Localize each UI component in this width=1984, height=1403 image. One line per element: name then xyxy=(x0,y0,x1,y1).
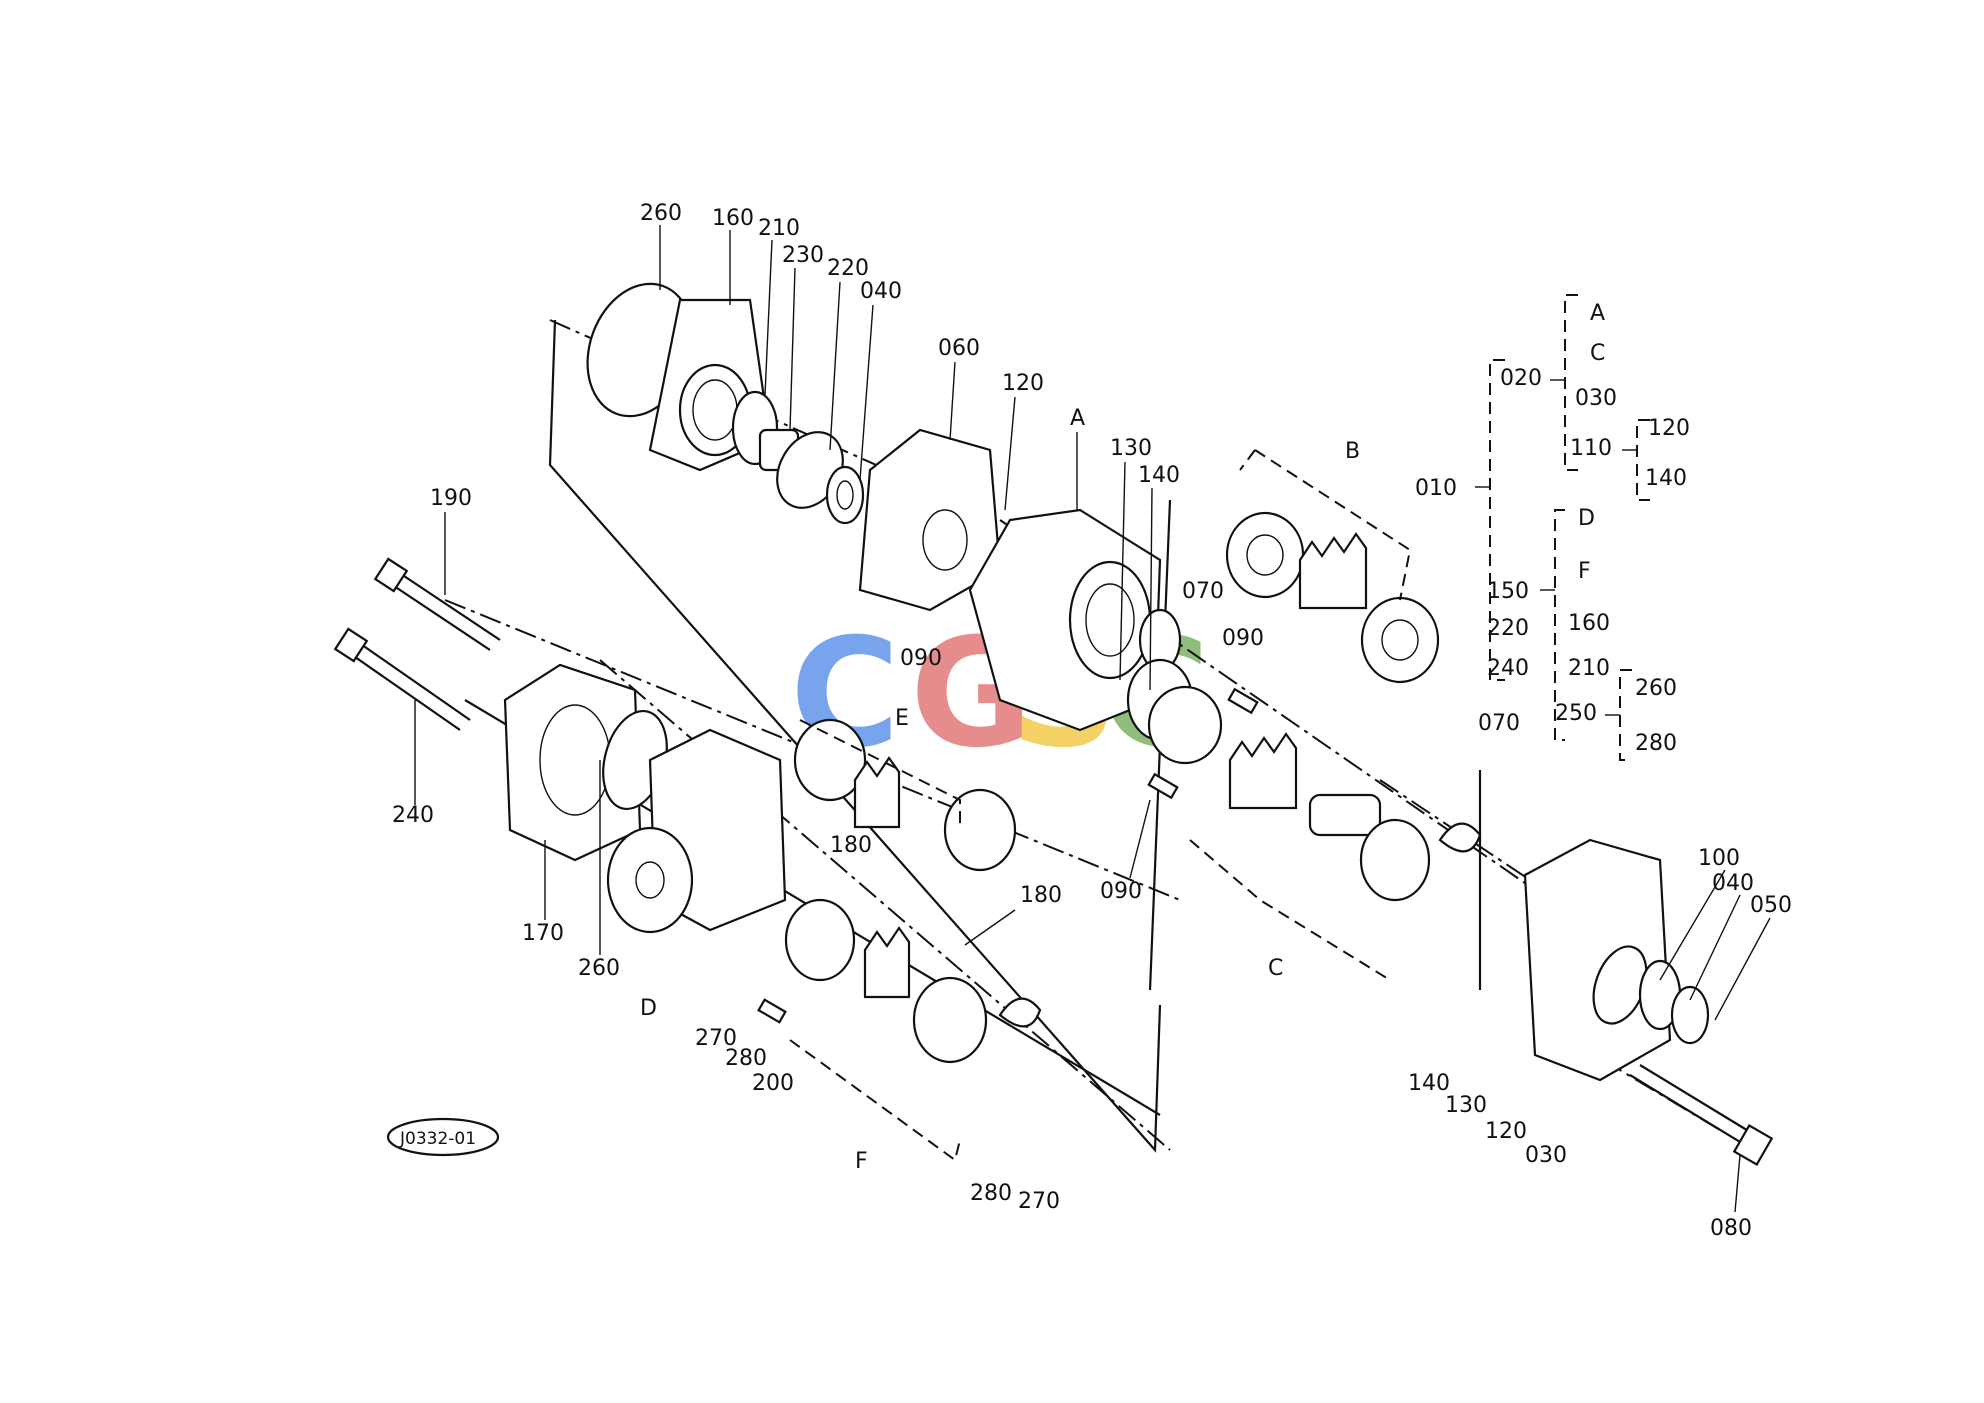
callout-060: 060 xyxy=(938,336,980,361)
tree-260: 260 xyxy=(1635,676,1677,701)
gear-set-b xyxy=(1225,449,1440,684)
tree-f: F xyxy=(1578,559,1591,584)
tree-120: 120 xyxy=(1648,416,1690,441)
tree-d: D xyxy=(1578,506,1595,531)
callout-e: E xyxy=(895,706,909,731)
drawing-code-badge: J0332-01 xyxy=(386,1117,500,1157)
callout-240: 240 xyxy=(392,803,434,828)
callout-160-top: 160 xyxy=(712,206,754,231)
leader-lines xyxy=(414,225,1771,1213)
callout-b: B xyxy=(1345,439,1360,464)
callout-260-bottom: 260 xyxy=(578,956,620,981)
tree-150: 150 xyxy=(1487,579,1529,604)
callout-180-b: 180 xyxy=(1020,883,1062,908)
callout-a: A xyxy=(1070,406,1085,431)
callout-270-b: 270 xyxy=(1018,1189,1060,1214)
callout-090-mid: 090 xyxy=(900,646,942,671)
callout-210-top: 210 xyxy=(758,216,800,241)
tree-160: 160 xyxy=(1568,611,1610,636)
callout-280-b: 280 xyxy=(970,1181,1012,1206)
callout-270-a: 270 xyxy=(695,1026,737,1051)
callout-labels: 260 160 210 230 220 040 060 120 A 130 14… xyxy=(392,201,1792,1241)
callout-230-top: 230 xyxy=(782,243,824,268)
callout-180-a: 180 xyxy=(830,833,872,858)
callout-140-bottom: 140 xyxy=(1408,1071,1450,1096)
tree-a: A xyxy=(1590,301,1605,326)
callout-070-right: 070 xyxy=(1478,711,1520,736)
assembly-tree: 010 020 A C 030 110 120 140 150 220 240 … xyxy=(1415,294,1690,761)
callout-050: 050 xyxy=(1750,893,1792,918)
drawing-code: J0332-01 xyxy=(399,1129,476,1149)
callout-080: 080 xyxy=(1710,1216,1752,1241)
top-front-cover-group xyxy=(586,282,865,525)
callout-120-bottom: 120 xyxy=(1485,1119,1527,1144)
tree-110: 110 xyxy=(1570,436,1612,461)
center-housing-group xyxy=(858,428,1182,732)
tree-030: 030 xyxy=(1575,386,1617,411)
tree-020: 020 xyxy=(1500,366,1542,391)
callout-220-top: 220 xyxy=(827,256,869,281)
tree-c: C xyxy=(1590,341,1605,366)
tree-140: 140 xyxy=(1645,466,1687,491)
callout-f: F xyxy=(855,1149,868,1174)
callout-130-top: 130 xyxy=(1110,436,1152,461)
callout-040-top: 040 xyxy=(860,279,902,304)
tree-240: 240 xyxy=(1487,656,1529,681)
callout-090-right: 090 xyxy=(1222,626,1264,651)
callout-190: 190 xyxy=(430,486,472,511)
callout-170: 170 xyxy=(522,921,564,946)
callout-200: 200 xyxy=(752,1071,794,1096)
left-pump-group xyxy=(333,557,1042,1162)
center-gear-group xyxy=(1126,658,1482,981)
callout-090-low: 090 xyxy=(1100,879,1142,904)
callout-260-top: 260 xyxy=(640,201,682,226)
callout-120-top: 120 xyxy=(1002,371,1044,396)
callout-130-bottom: 130 xyxy=(1445,1093,1487,1118)
callout-280-a: 280 xyxy=(725,1046,767,1071)
callout-100: 100 xyxy=(1698,846,1740,871)
callout-040-right: 040 xyxy=(1712,871,1754,896)
tree-210: 210 xyxy=(1568,656,1610,681)
tree-280: 280 xyxy=(1635,731,1677,756)
tree-250: 250 xyxy=(1555,701,1597,726)
right-rear-cover-group xyxy=(1523,838,1774,1166)
tree-010: 010 xyxy=(1415,476,1457,501)
tree-220: 220 xyxy=(1487,616,1529,641)
callout-070-top: 070 xyxy=(1182,579,1224,604)
callout-c: C xyxy=(1268,956,1283,981)
callout-140-top: 140 xyxy=(1138,463,1180,488)
callout-030-bottom: 030 xyxy=(1525,1143,1567,1168)
callout-d: D xyxy=(640,996,657,1021)
